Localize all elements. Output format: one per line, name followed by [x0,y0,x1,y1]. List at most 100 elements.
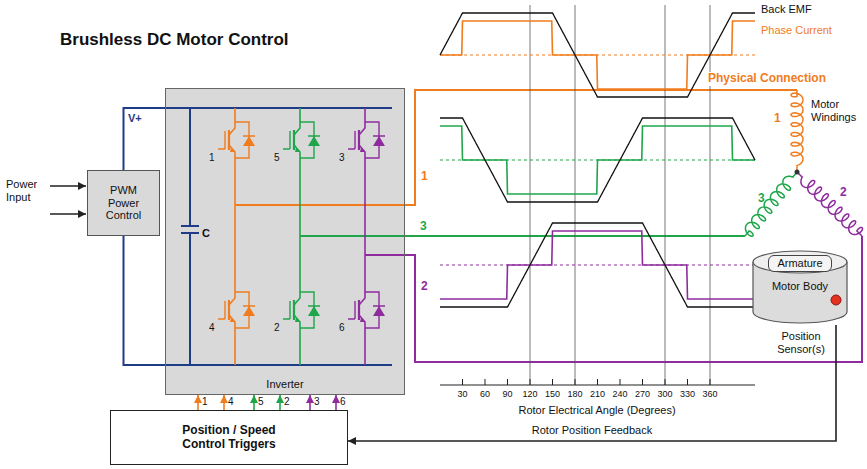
gate-signal-arrow [223,395,225,410]
phase-output [235,204,405,206]
diode-leads [300,292,320,328]
switch-leg [364,108,366,115]
gate-number: 2 [284,396,290,408]
igbt-gate [283,301,290,319]
switch-number: 6 [339,322,345,334]
diode-symbol [308,136,320,146]
switch-leg [234,165,236,285]
zero-line [440,265,755,266]
igbt-symbol [283,285,320,335]
gate-signal-arrow [197,395,199,410]
switch-leg [299,165,301,285]
power-control-box: PWM Power Control [87,170,160,236]
igbt-gate [283,131,290,149]
axis-tick [485,379,486,385]
igbt-leads [359,115,365,165]
trace-label: Phase Current [761,24,832,37]
igbt-gate [348,301,355,319]
sensor-label: Position Sensor(s) [770,330,832,355]
axis-tick [597,379,598,385]
capacitor-label: C [202,227,210,240]
star-point [795,170,800,175]
igbt-leads [294,285,300,335]
switch-leg [299,108,301,115]
gate-signal-arrow [279,395,281,410]
diode-symbol [243,306,255,316]
igbt-leads [359,285,365,335]
back-emf-trace [440,223,755,307]
igbt-symbol [348,115,385,165]
motor-windings [745,90,862,236]
igbt-bar [228,130,230,150]
inverter-switches [218,108,405,365]
igbt-leads [229,115,235,165]
phase-output [365,254,405,256]
cylinder-top [753,251,847,273]
igbt-arrow [360,148,365,152]
back-emf-trace [440,118,755,202]
igbt-symbol [348,285,385,335]
gate-number: 6 [340,396,346,408]
winding-coil [745,172,797,236]
igbt-arrow [230,148,235,152]
igbt-leads [294,115,300,165]
axis-tick [462,379,463,385]
phase-output [300,235,405,237]
igbt-bar [293,130,295,150]
igbt-arrow [295,148,300,152]
diode-leads [300,122,320,158]
axis-tick [552,379,553,385]
axis-tick [687,379,688,385]
tick-label: 30 [457,389,467,399]
diode-symbol [373,136,385,146]
gate-signal-arrow [335,395,337,410]
igbt-symbol [218,285,255,335]
axis-title: Rotor Electrical Angle (Degrees) [518,404,675,417]
phase-number: 1 [421,170,428,184]
angle-gridline [530,5,710,385]
phase-number: 2 [421,280,428,294]
diode-leads [235,292,255,328]
gate-number: 4 [228,396,234,408]
igbt-arrow [360,318,365,322]
axis-tick [620,379,621,385]
input-label: Power Input [6,178,46,203]
igbt-arrow [295,318,300,322]
winding-number: 1 [774,112,781,126]
switch-leg [299,335,301,365]
switch-number: 1 [209,152,215,164]
inverter-fill [165,88,405,395]
dc-bus-rail [165,107,392,109]
igbt-bar [358,300,360,320]
tick-label: 210 [590,389,605,399]
diagram-title: Brushless DC Motor Control [60,30,289,50]
node-text: Position / Speed Control Triggers [161,424,297,452]
igbt-symbol [283,115,320,165]
switch-leg [364,165,366,285]
tick-label: 330 [680,389,695,399]
armature-box: Armature [768,255,831,272]
connection-label: Physical Connection [706,72,828,86]
switch-leg [234,335,236,365]
tick-label: 180 [567,389,582,399]
igbt-bar [358,130,360,150]
inverter-box: Inverter [165,88,405,395]
axis-tick [530,379,531,385]
position-sensor-dot [831,295,841,305]
gate-number: 1 [202,396,208,408]
power-wire [124,236,166,365]
igbt-bar [228,300,230,320]
tick-label: 60 [480,389,490,399]
axis-tick [507,379,508,385]
switch-number: 3 [339,152,345,164]
igbt-symbol [218,115,255,165]
power-wire [124,108,166,170]
tick-label: 270 [635,389,650,399]
igbt-bar [293,300,295,320]
node-text: PWM Power Control [98,184,149,222]
windings-label: Motor Windings [811,98,863,123]
igbt-gate [218,131,225,149]
winding-coil [791,90,803,172]
